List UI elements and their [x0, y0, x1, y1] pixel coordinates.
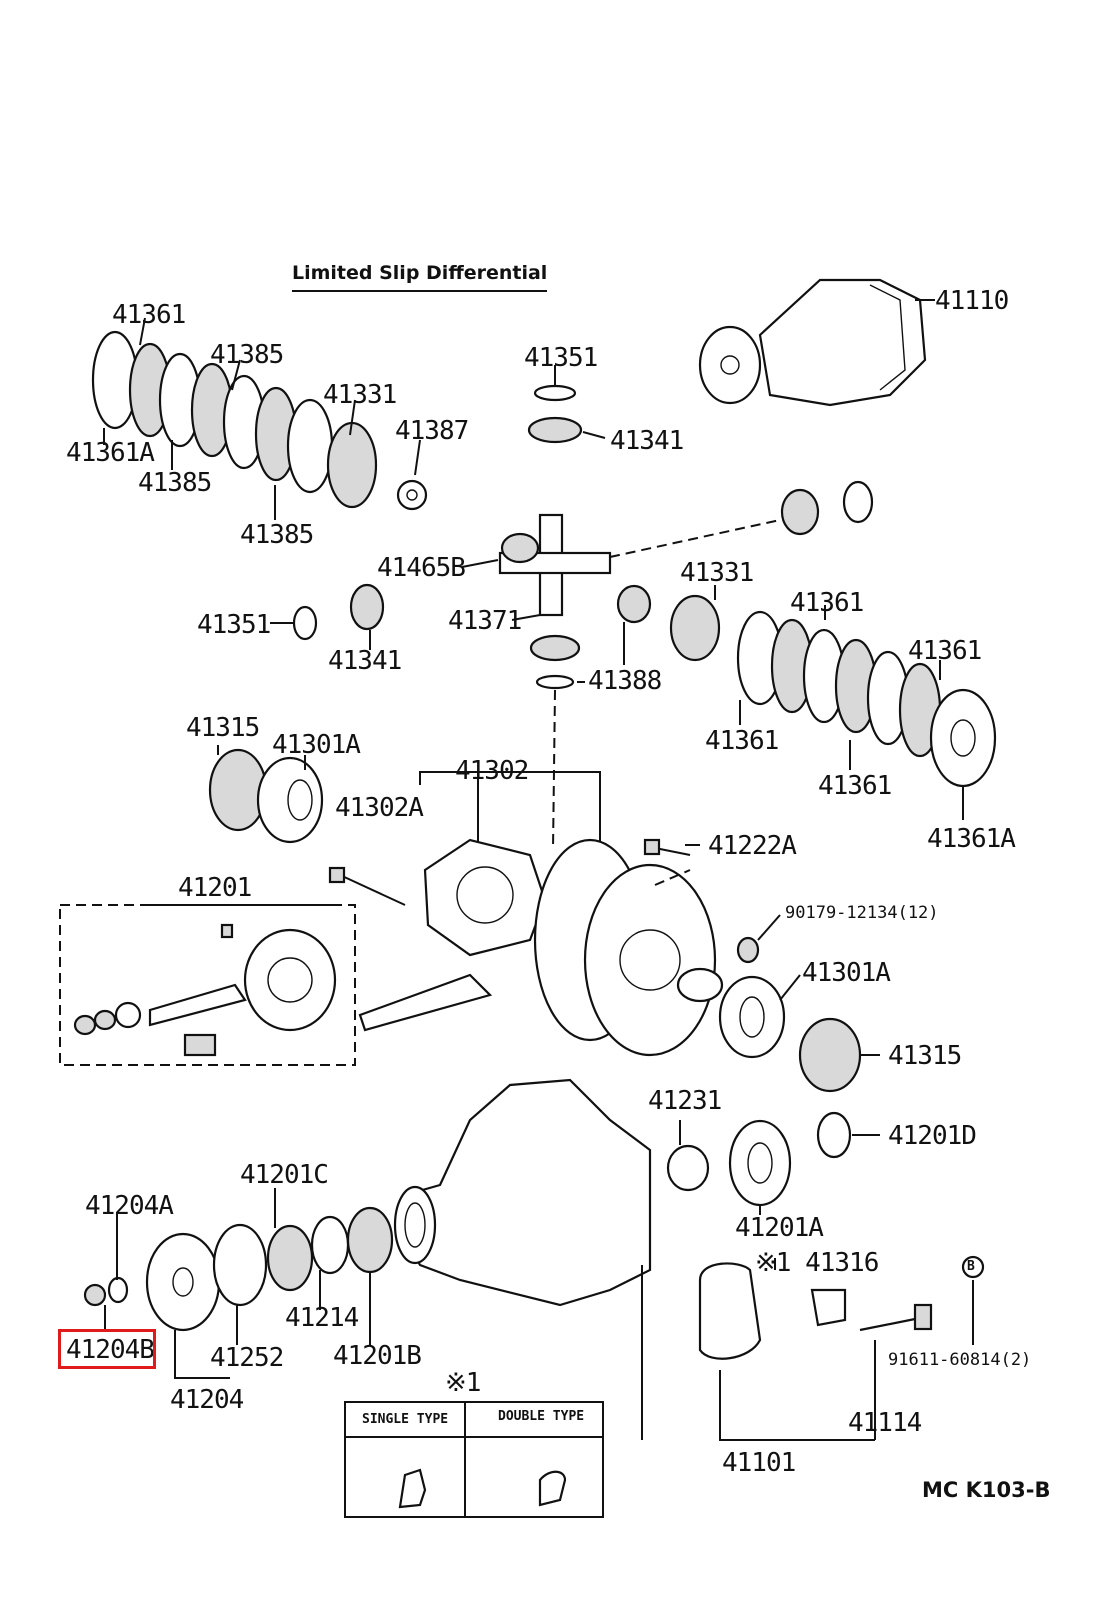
part-label: 41214	[285, 1303, 359, 1333]
part-label: 41371	[448, 606, 522, 636]
spider-shaft-41371	[498, 513, 612, 617]
diagram-title: Limited Slip Differential	[292, 262, 548, 292]
part-label: 41361	[818, 771, 892, 801]
pinion-gear-41341-top	[527, 416, 583, 444]
part-label: 41361	[790, 588, 864, 618]
part-label: 41361A	[66, 438, 155, 468]
part-label: 41101	[722, 1448, 796, 1478]
part-label: 41201C	[240, 1160, 329, 1190]
bolt-mark-label: B	[967, 1259, 975, 1274]
part-label: 41204A	[85, 1191, 174, 1221]
part-label: 41204	[170, 1385, 244, 1415]
pinion-shaft	[358, 973, 493, 1032]
part-label: 41315	[888, 1041, 962, 1071]
part-label: 41385	[240, 520, 314, 550]
carrier-assembly-41110	[698, 278, 927, 407]
part-label: ※1 41316	[755, 1248, 879, 1278]
part-label: 41341	[328, 646, 402, 676]
part-label: 41351	[197, 610, 271, 640]
carrier-housing	[393, 1078, 652, 1307]
part-label: 41301A	[272, 730, 361, 760]
part-label: 41201D	[888, 1121, 977, 1151]
part-label: 41110	[935, 286, 1009, 316]
part-label: 41341	[610, 426, 684, 456]
part-label: 41302	[455, 756, 529, 786]
part-label: 41331	[323, 380, 397, 410]
part-label-highlighted: 41204B	[66, 1335, 155, 1365]
part-label: 41361	[908, 636, 982, 666]
part-label: 41302A	[335, 793, 424, 823]
note-marker: ※1	[445, 1368, 481, 1398]
part-label: 41114	[848, 1408, 922, 1438]
part-label: 41387	[395, 416, 469, 446]
part-label: 41388	[588, 666, 662, 696]
part-label: 41201	[178, 873, 252, 903]
highlight-box-41204B	[58, 1329, 156, 1369]
companion-flange	[145, 1232, 221, 1332]
part-label: 41315	[186, 713, 260, 743]
part-label: 41301A	[802, 958, 891, 988]
part-label: 41231	[648, 1086, 722, 1116]
part-label: 41361	[112, 300, 186, 330]
part-label: 41465B	[377, 553, 466, 583]
part-label: 41385	[138, 468, 212, 498]
part-label: 41361A	[927, 824, 1016, 854]
part-label: 41201B	[333, 1341, 422, 1371]
part-label: 41222A	[708, 831, 797, 861]
part-label: 41385	[210, 340, 284, 370]
part-label: 41331	[680, 558, 754, 588]
part-label: 41351	[524, 343, 598, 373]
clutch-pack-left	[91, 330, 428, 511]
note-double-type: DOUBLE TYPE	[498, 1409, 585, 1424]
ring-gear-case	[533, 838, 724, 1057]
note-single-type: SINGLE TYPE	[362, 1412, 449, 1427]
ring-pinion-set-41201	[73, 923, 337, 1057]
diff-case-41302	[423, 838, 547, 957]
part-label: 41252	[210, 1343, 284, 1373]
clutch-pack-right	[669, 594, 997, 788]
part-label: 91611-60814(2)	[888, 1350, 1032, 1370]
part-label: 41201A	[735, 1213, 824, 1243]
part-label: 90179-12134(12)	[785, 903, 939, 923]
part-label: 41361	[705, 726, 779, 756]
thrust-washer-41351-top	[533, 384, 577, 402]
diagram-code: MC K103-B	[922, 1478, 1051, 1502]
